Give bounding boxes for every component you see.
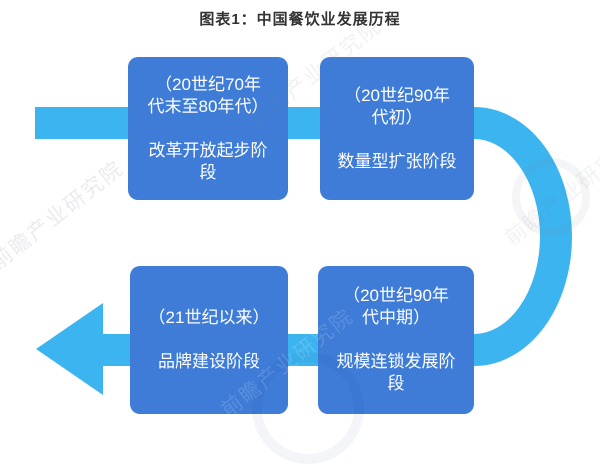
stage-box-bottom-right: （20世纪90年 代中期） 规模连锁发展阶 段 [318, 266, 474, 414]
page-title: 图表1：中国餐饮业发展历程 [199, 11, 401, 28]
stage-name: 规模连锁发展阶 段 [336, 352, 456, 393]
stage-box-top-left: （20世纪70年 代末至80年代） 改革开放起步阶 段 [128, 57, 288, 200]
stage-period: （21世纪以来） [148, 308, 270, 327]
flow-arrow [35, 107, 572, 395]
stage-box-bottom-left: （21世纪以来） 品牌建设阶段 [130, 266, 288, 414]
stage-name: 品牌建设阶段 [158, 352, 260, 371]
stage-period: （20世纪90年 代中期） [343, 286, 449, 327]
arrow-shaft [35, 107, 572, 366]
stage-period: （20世纪90年 代初） [344, 85, 450, 127]
stage-period: （20世纪70年 代末至80年代） [147, 74, 269, 116]
stage-box-top-right: （20世纪90年 代初） 数量型扩张阶段 [320, 57, 474, 200]
stage-name: 改革开放起步阶 段 [148, 140, 268, 182]
arrow-head [36, 303, 103, 395]
stage-name: 数量型扩张阶段 [337, 151, 457, 171]
